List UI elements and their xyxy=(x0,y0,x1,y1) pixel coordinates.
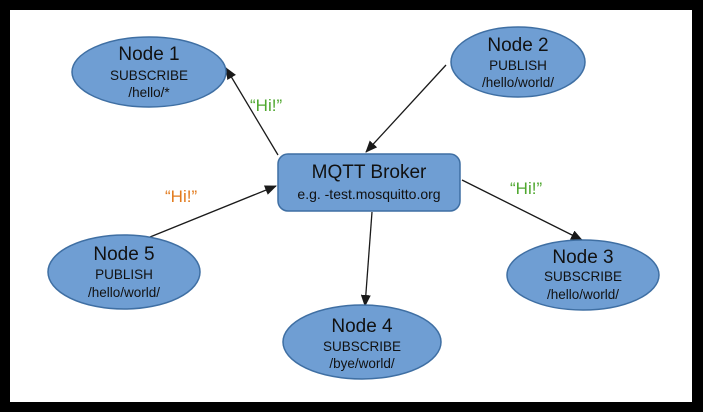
node-3-role: SUBSCRIBE xyxy=(544,269,622,284)
node-4-name: Node 4 xyxy=(331,316,393,337)
broker-title: MQTT Broker xyxy=(312,162,427,183)
node-3-name: Node 3 xyxy=(552,247,613,268)
node-4-topic: /bye/world/ xyxy=(329,356,395,371)
node-3: Node 3 SUBSCRIBE /hello/world/ xyxy=(506,239,660,311)
node-2-shape xyxy=(450,26,586,98)
diagram-canvas: Node 1 SUBSCRIBE /hello/* Node 2 PUBLISH… xyxy=(10,10,692,402)
broker-subtitle: e.g. -test.mosquitto.org xyxy=(297,186,440,202)
node-2-topic: /hello/world/ xyxy=(482,75,554,90)
node-2: Node 2 PUBLISH /hello/world/ xyxy=(450,26,586,98)
node-1-role: SUBSCRIBE xyxy=(110,68,188,83)
node-4: Node 4 SUBSCRIBE /bye/world/ xyxy=(282,304,442,380)
node-1-topic: /hello/* xyxy=(128,85,170,100)
msg-to-node-3: “Hi!” xyxy=(510,179,542,198)
node-5-name: Node 5 xyxy=(93,244,154,265)
node-3-shape xyxy=(506,239,660,311)
arrow-broker-to-node-3 xyxy=(461,179,583,241)
msg-from-node-5: “Hi!” xyxy=(165,187,197,206)
node-5: Node 5 PUBLISH /hello/world/ xyxy=(47,234,201,310)
broker-box xyxy=(277,153,461,212)
msg-to-node-1: “Hi!” xyxy=(250,96,282,115)
node-5-role: PUBLISH xyxy=(95,267,153,282)
node-1-name: Node 1 xyxy=(118,44,179,65)
node-4-role: SUBSCRIBE xyxy=(323,339,401,354)
node-1: Node 1 SUBSCRIBE /hello/* xyxy=(71,36,227,108)
arrow-broker-to-node-1 xyxy=(225,67,279,156)
node-5-shape xyxy=(47,234,201,310)
arrow-node-2-to-broker xyxy=(365,64,447,153)
mqtt-diagram: Node 1 SUBSCRIBE /hello/* Node 2 PUBLISH… xyxy=(47,26,660,380)
arrow-node-5-to-broker xyxy=(149,185,277,238)
node-3-topic: /hello/world/ xyxy=(547,287,619,302)
node-1-shape xyxy=(71,36,227,108)
node-4-shape xyxy=(282,304,442,380)
arrow-broker-to-node-4 xyxy=(360,211,373,307)
mqtt-broker: MQTT Broker e.g. -test.mosquitto.org xyxy=(277,153,461,212)
node-2-name: Node 2 xyxy=(487,35,548,56)
node-5-topic: /hello/world/ xyxy=(88,285,160,300)
node-2-role: PUBLISH xyxy=(489,58,547,73)
